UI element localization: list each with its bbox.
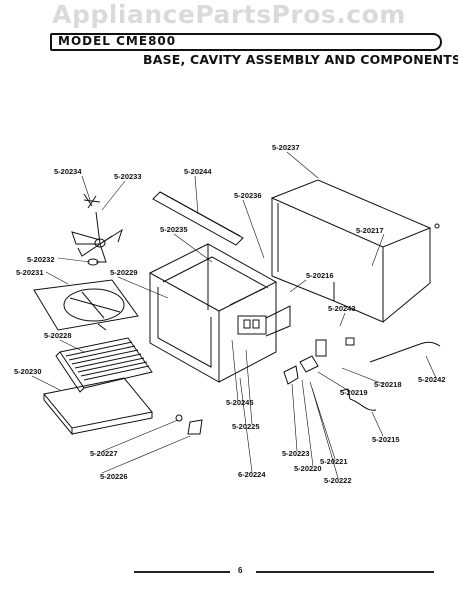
callout-5-20233: 5-20233 xyxy=(114,172,142,181)
outer-cabinet xyxy=(270,179,432,323)
callout-5-20221: 5-20221 xyxy=(320,457,348,466)
model-number: MODEL CME800 xyxy=(58,34,177,48)
callout-5-20227: 5-20227 xyxy=(90,449,118,458)
drip-pan xyxy=(43,377,153,436)
callout-5-20234: 5-20234 xyxy=(54,167,82,176)
callout-5-20223: 5-20223 xyxy=(282,449,310,458)
watermark-text: AppliancePartsPros.com xyxy=(52,0,406,29)
callout-6-20224: 6-20224 xyxy=(238,470,266,479)
callout-5-20242: 5-20242 xyxy=(418,375,446,384)
callout-5-20219: 5-20219 xyxy=(340,388,368,397)
callout-5-20244: 5-20244 xyxy=(184,167,212,176)
control-components xyxy=(237,305,355,385)
top-strip xyxy=(152,191,244,246)
footer-rule-right xyxy=(256,571,434,573)
callout-5-20236: 5-20236 xyxy=(234,191,262,200)
callout-5-20220: 5-20220 xyxy=(294,464,322,473)
callout-5-20230: 5-20230 xyxy=(14,367,42,376)
callout-5-20226: 5-20226 xyxy=(100,472,128,481)
callout-5-20215: 5-20215 xyxy=(372,435,400,444)
callout-5-20243: 5-20243 xyxy=(328,304,356,313)
footer-rule-left xyxy=(134,571,230,573)
leader-lines xyxy=(31,151,437,479)
small-parts xyxy=(175,223,441,435)
callout-5-20228: 5-20228 xyxy=(44,331,72,340)
callout-5-20237: 5-20237 xyxy=(272,143,300,152)
callout-5-20235: 5-20235 xyxy=(160,225,188,234)
fan-assembly xyxy=(71,193,123,266)
callout-5-20245: 5-20245 xyxy=(226,398,254,407)
callout-5-20222: 5-20222 xyxy=(324,476,352,485)
fan-cover-plate xyxy=(33,279,139,331)
callout-5-20231: 5-20231 xyxy=(16,268,44,277)
callout-5-20229: 5-20229 xyxy=(110,268,138,277)
callout-5-20216: 5-20216 xyxy=(306,271,334,280)
model-banner: MODEL CME800 xyxy=(50,33,442,51)
page-number: 6 xyxy=(238,566,243,575)
callout-5-20218: 5-20218 xyxy=(374,380,402,389)
callout-5-20225: 5-20225 xyxy=(232,422,260,431)
callout-5-20232: 5-20232 xyxy=(27,255,55,264)
diagram-title: BASE, CAVITY ASSEMBLY AND COMPONENTS xyxy=(143,52,458,67)
callout-5-20217: 5-20217 xyxy=(356,226,384,235)
oven-rack xyxy=(55,337,153,393)
oven-cavity xyxy=(148,243,278,383)
